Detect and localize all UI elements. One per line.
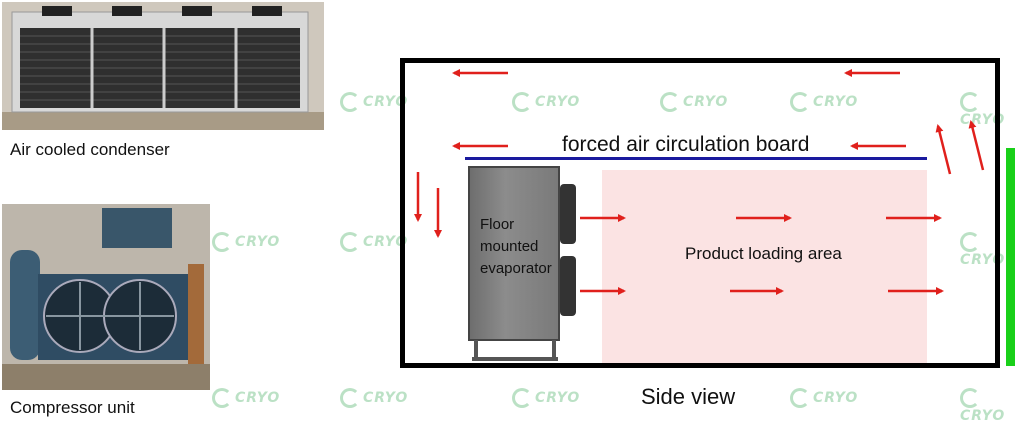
- cryo-logo-icon: [790, 388, 810, 408]
- board-label: forced air circulation board: [562, 133, 810, 156]
- cryo-logo-icon: [790, 92, 810, 112]
- watermark: CRYO: [790, 388, 858, 408]
- evaporator-unit: [468, 166, 560, 341]
- cryo-logo-icon: [960, 92, 980, 112]
- cryo-logo-icon: [512, 92, 532, 112]
- cold-room-outline: [400, 58, 1000, 368]
- door-indicator: [1006, 148, 1015, 366]
- watermark: CRYO: [212, 232, 280, 252]
- watermark: CRYO: [660, 92, 728, 112]
- evaporator-fan-bottom: [560, 256, 576, 316]
- cryo-logo-icon: [212, 388, 232, 408]
- cryo-logo-icon: [212, 232, 232, 252]
- evaporator-base: [472, 357, 558, 361]
- cryo-logo-icon: [960, 388, 980, 408]
- watermark: CRYO: [340, 92, 408, 112]
- condenser-caption: Air cooled condenser: [10, 140, 170, 159]
- watermark: CRYO: [512, 92, 580, 112]
- airflow-arrow: [968, 120, 985, 171]
- evaporator-label: Floor mounted evaporator: [480, 214, 552, 280]
- airflow-arrow: [935, 124, 952, 175]
- product-loading-area: [602, 170, 927, 363]
- watermark: CRYO: [960, 388, 1024, 424]
- loading-area-label: Product loading area: [685, 244, 842, 263]
- cryo-logo-icon: [340, 232, 360, 252]
- air-circulation-board: [465, 157, 927, 160]
- cryo-logo-icon: [960, 232, 980, 252]
- evaporator-fan-top: [560, 184, 576, 244]
- cryo-logo-icon: [340, 388, 360, 408]
- evaporator-leg: [552, 340, 556, 360]
- cryo-logo-icon: [340, 92, 360, 112]
- watermark: CRYO: [340, 388, 408, 408]
- cryo-logo-icon: [660, 92, 680, 112]
- compressor-caption: Compressor unit: [10, 398, 135, 417]
- view-label: Side view: [641, 384, 736, 409]
- watermark: CRYO: [960, 232, 1024, 268]
- watermark: CRYO: [790, 92, 858, 112]
- evaporator-label-line: Floor: [480, 216, 515, 233]
- watermark: CRYO: [340, 232, 408, 252]
- evaporator-leg: [474, 340, 478, 360]
- watermark: CRYO: [512, 388, 580, 408]
- compressor-photo: [2, 204, 210, 390]
- condenser-photo: [2, 2, 324, 130]
- cryo-logo-icon: [512, 388, 532, 408]
- evaporator-label-line: evaporator: [480, 260, 552, 277]
- watermark: CRYO: [212, 388, 280, 408]
- evaporator-label-line: mounted: [480, 238, 539, 255]
